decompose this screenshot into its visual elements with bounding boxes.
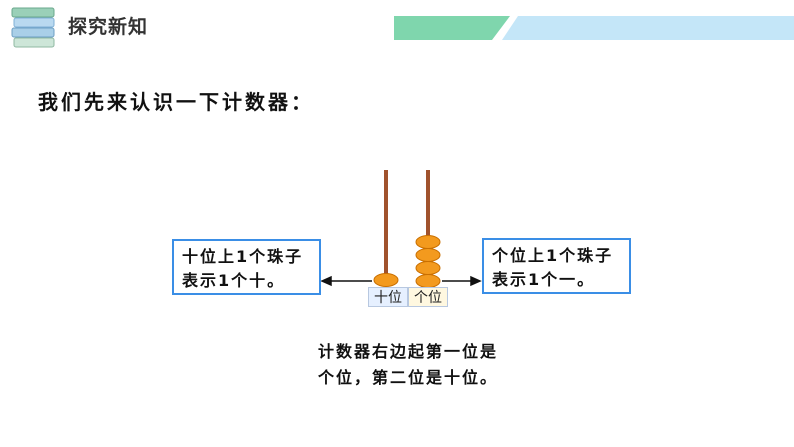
explanation-line1: 计数器右边起第一位是 (318, 342, 499, 361)
section-title: 探究新知 (68, 16, 149, 38)
ones-bead (415, 261, 441, 275)
header-blue-band (502, 16, 794, 40)
stacked-books-icon (11, 7, 55, 48)
tens-bead (373, 273, 399, 287)
ones-bead (415, 248, 441, 262)
ones-bead (415, 235, 441, 249)
ones-info-line1: 个位上1个珠子 (492, 246, 614, 265)
ones-info-line2: 表示1个一。 (492, 270, 596, 289)
tens-info-box: 十位上1个珠子 表示1个十。 (172, 239, 321, 295)
arrow-right (442, 275, 482, 287)
intro-text: 我们先来认识一下计数器： (38, 90, 314, 114)
tens-info-line1: 十位上1个珠子 (182, 247, 304, 266)
ones-info-box: 个位上1个珠子 表示1个一。 (482, 238, 631, 294)
ones-place-label: 个位 (408, 287, 448, 307)
tens-place-label: 十位 (368, 287, 408, 307)
explanation-text: 计数器右边起第一位是 个位，第二位是十位。 (318, 339, 498, 391)
ones-bead (415, 274, 441, 288)
arrow-left (320, 275, 372, 287)
tens-rod (384, 170, 388, 286)
header-green-band (394, 16, 510, 40)
tens-info-line2: 表示1个十。 (182, 271, 286, 290)
header-bar (11, 7, 794, 48)
ones-rod (426, 170, 430, 286)
explanation-line2: 个位，第二位是十位。 (318, 368, 499, 387)
